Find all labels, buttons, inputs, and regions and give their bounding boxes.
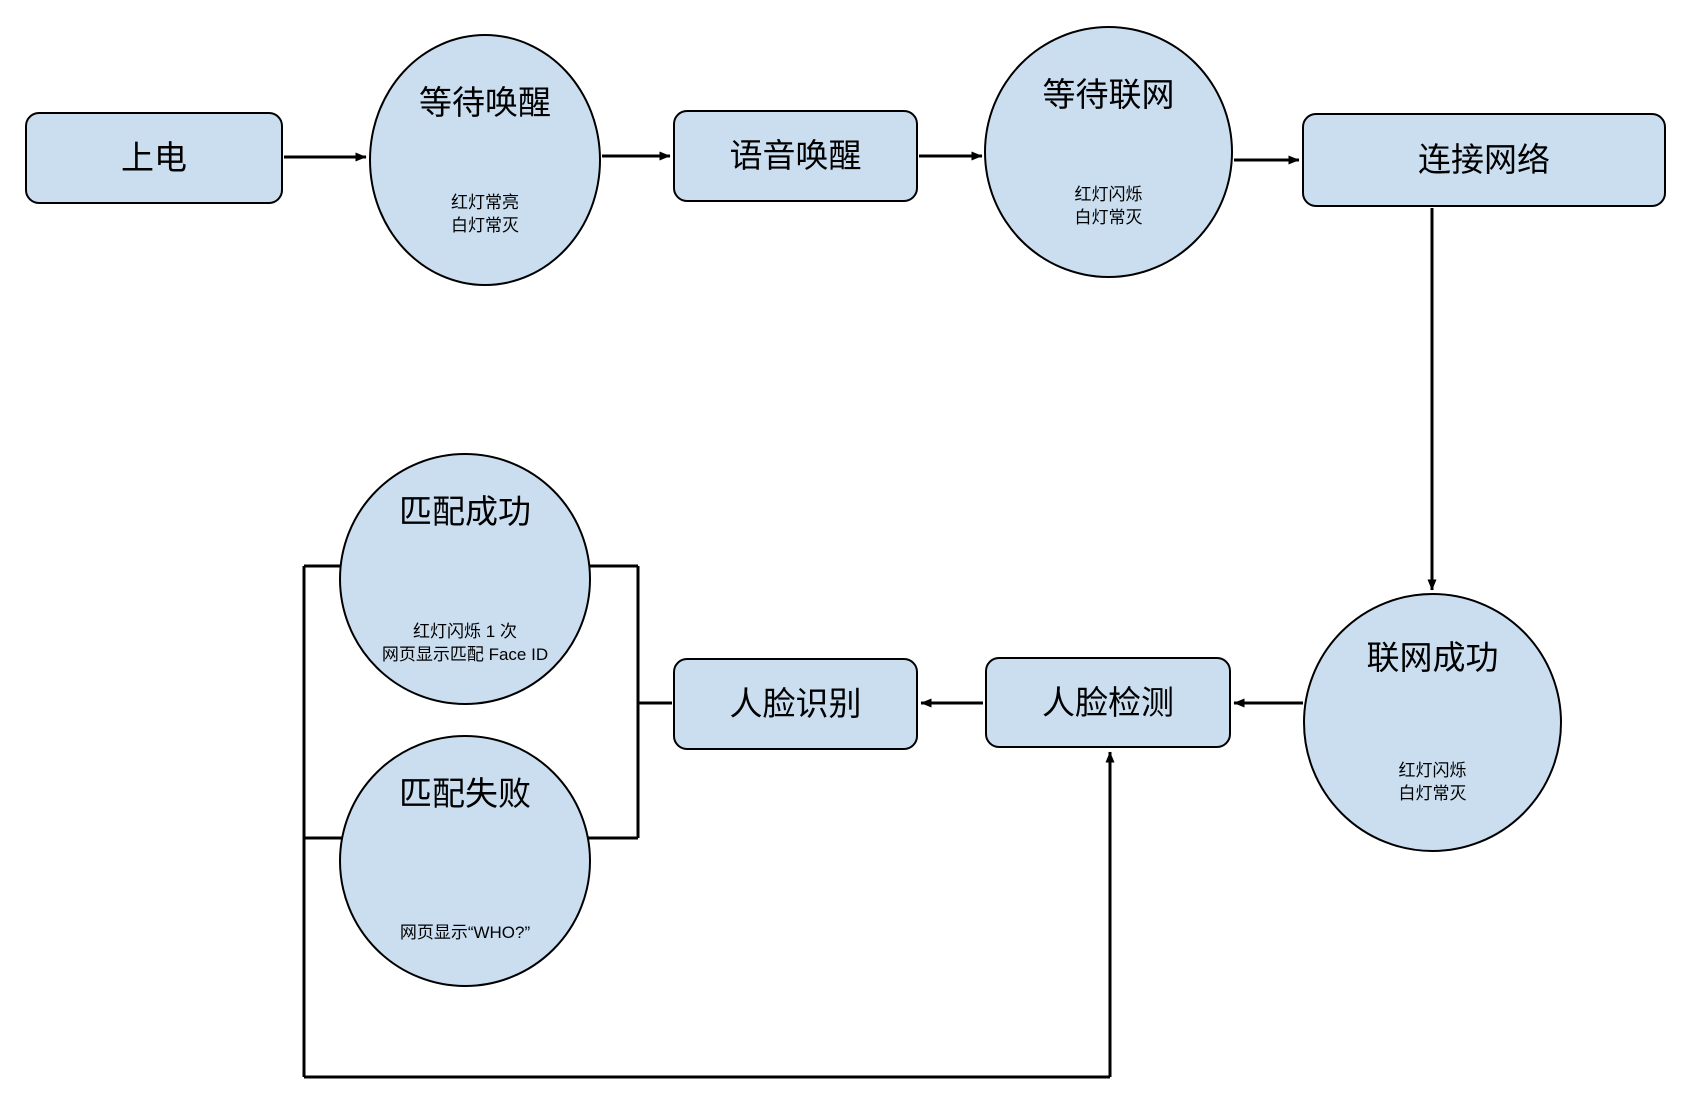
node-connect-network-label: 连接网络 [1418, 141, 1550, 179]
node-network-success[interactable]: 联网成功 红灯闪烁 白灯常灭 [1303, 593, 1562, 852]
node-voice-wakeup-label: 语音唤醒 [729, 137, 862, 175]
node-face-detect-label: 人脸检测 [1042, 683, 1174, 721]
node-match-fail-label: 匹配失败 [399, 775, 531, 812]
node-power-on-label: 上电 [121, 139, 187, 177]
node-match-success-detail: 红灯闪烁 1 次 网页显示匹配 Face ID [381, 622, 549, 665]
node-wait-wakeup[interactable]: 等待唤醒 红灯常亮 白灯常灭 [369, 34, 601, 286]
node-face-recognize[interactable]: 人脸识别 [673, 658, 918, 750]
node-network-success-detail: 红灯闪烁 白灯常灭 [1398, 761, 1467, 804]
node-face-detect[interactable]: 人脸检测 [985, 657, 1231, 748]
node-match-success-label: 匹配成功 [399, 493, 531, 530]
node-network-success-label: 联网成功 [1366, 639, 1499, 676]
node-face-recognize-label: 人脸识别 [729, 685, 862, 723]
node-wait-wakeup-detail: 红灯常亮 白灯常灭 [451, 193, 519, 236]
node-power-on[interactable]: 上电 [25, 112, 283, 204]
node-match-fail[interactable]: 匹配失败 网页显示“WHO?” [339, 735, 591, 987]
node-match-fail-detail: 网页显示“WHO?” [399, 923, 531, 943]
node-match-success[interactable]: 匹配成功 红灯闪烁 1 次 网页显示匹配 Face ID [339, 453, 591, 705]
node-wait-network-label: 等待联网 [1042, 76, 1175, 113]
node-voice-wakeup[interactable]: 语音唤醒 [673, 110, 918, 202]
node-connect-network[interactable]: 连接网络 [1302, 113, 1666, 207]
node-wait-network[interactable]: 等待联网 红灯闪烁 白灯常灭 [984, 26, 1233, 278]
node-wait-wakeup-label: 等待唤醒 [419, 84, 551, 121]
node-wait-network-detail: 红灯闪烁 白灯常灭 [1074, 185, 1143, 228]
